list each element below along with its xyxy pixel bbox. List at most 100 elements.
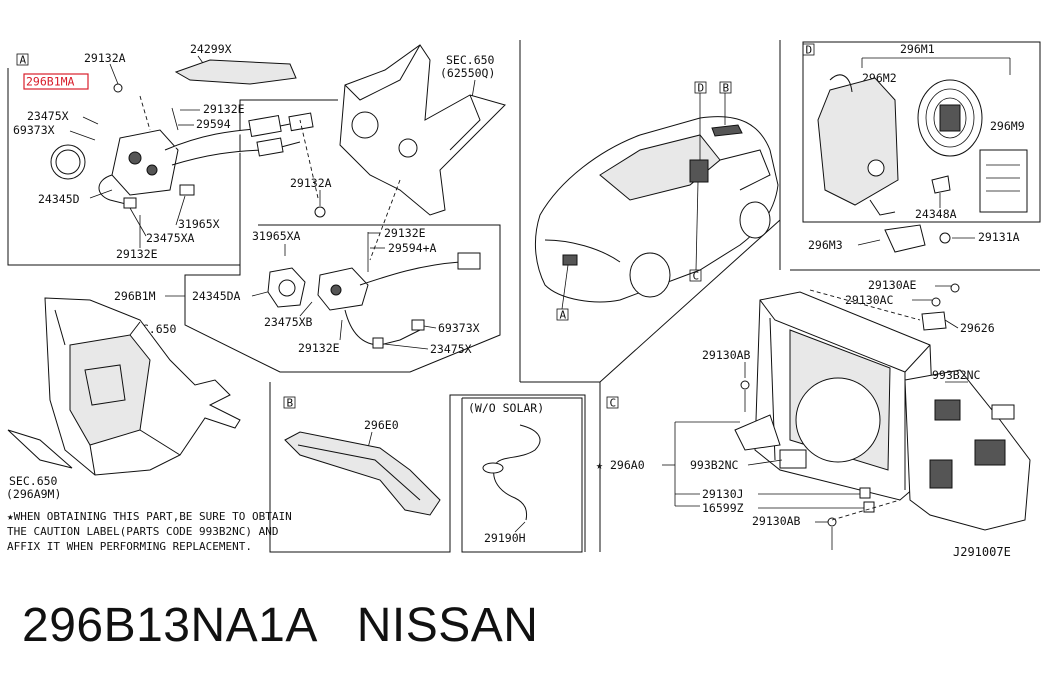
label-29190h: 29190H bbox=[484, 531, 526, 545]
box-c-letter: C bbox=[610, 397, 617, 410]
charge-cable-mid-icon bbox=[359, 261, 461, 286]
section-b-cover: 296E0 bbox=[284, 418, 441, 516]
car-body-icon bbox=[535, 116, 779, 303]
label-296b1ma: 296B1MA bbox=[26, 75, 75, 89]
note-star-icon: ★ bbox=[7, 510, 14, 523]
charger-electronics-icon bbox=[904, 369, 1031, 531]
cable-end-icon bbox=[288, 112, 314, 132]
caution-note: ★WHEN OBTAINING THIS PART,BE SURE TO OBT… bbox=[7, 510, 292, 553]
harness-clip-mid-icon bbox=[411, 319, 425, 331]
brand-name: NISSAN bbox=[356, 599, 539, 652]
star-296a0-marker: ★ bbox=[596, 458, 603, 472]
hose-grommet-icon bbox=[482, 462, 504, 474]
label-69373x-2: 69373X bbox=[438, 321, 480, 335]
label-sec650-bottom: SEC.650 bbox=[9, 474, 58, 488]
label-29130ab-1: 29130AB bbox=[702, 348, 751, 362]
section-dividers bbox=[7, 40, 1041, 553]
label-296m3: 296M3 bbox=[808, 238, 843, 252]
cable-connector-icon bbox=[248, 114, 282, 138]
bag-emblem-icon bbox=[867, 159, 885, 177]
cable-plug-icon bbox=[939, 104, 961, 132]
label-sec650-top: SEC.650 bbox=[446, 53, 495, 67]
bolt-29130ab-1-icon bbox=[740, 380, 750, 390]
caution-label-2-icon bbox=[779, 449, 807, 469]
body-panel-icon bbox=[339, 44, 506, 216]
car-front-wheel-icon bbox=[629, 252, 671, 298]
car-rear-module-icon bbox=[689, 159, 709, 183]
front-panel-sec650: SEC.650 SEC.650 (296A9M) bbox=[6, 297, 241, 501]
bolt-icon bbox=[113, 83, 123, 93]
bracket-clip-icon bbox=[179, 184, 195, 196]
clip-29130j-icon bbox=[859, 487, 871, 499]
charge-port-mid-icon bbox=[317, 267, 369, 311]
box-c-frame bbox=[606, 396, 619, 409]
label-23475xb: 23475XB bbox=[264, 315, 313, 329]
harness-clip-icon bbox=[123, 197, 137, 209]
label-29130ae: 29130AE bbox=[868, 278, 917, 292]
note-line-1: ★WHEN OBTAINING THIS PART,BE SURE TO OBT… bbox=[7, 510, 292, 523]
label-24348a: 24348A bbox=[915, 207, 957, 221]
highlight-box-296b1ma bbox=[23, 73, 89, 90]
label-29131a: 29131A bbox=[978, 230, 1020, 244]
label-29626: 29626 bbox=[960, 321, 995, 335]
bolt-29131a-icon bbox=[939, 232, 951, 244]
bolt-mid-icon bbox=[314, 206, 326, 218]
drain-hose-icon bbox=[493, 424, 541, 521]
note-line-2: THE CAUTION LABEL(PARTS CODE 993B2NC) AN… bbox=[7, 525, 279, 538]
cable-end-mid-icon bbox=[457, 252, 481, 270]
box-a-frame bbox=[16, 53, 29, 66]
label-29132a-top: 29132A bbox=[84, 51, 126, 65]
label-296a0: 296A0 bbox=[610, 458, 645, 472]
drawing-code: J291007E bbox=[953, 545, 1011, 559]
box-b-frame bbox=[283, 396, 296, 409]
label-24299x: 24299X bbox=[190, 42, 232, 56]
car-rear-wheel-icon bbox=[739, 201, 771, 239]
connector-block3-icon bbox=[929, 459, 953, 489]
label-296m9: 296M9 bbox=[990, 119, 1025, 133]
cover-part-icon bbox=[174, 59, 297, 85]
label-29132e-3: 29132E bbox=[384, 226, 426, 240]
car-roof-spoiler-icon bbox=[711, 124, 743, 137]
clamp-16599z-icon bbox=[863, 501, 875, 513]
label-29594a: 29594+A bbox=[388, 241, 437, 255]
car-box-a-letter: A bbox=[560, 309, 567, 322]
harness-clip-mid2-icon bbox=[372, 337, 384, 349]
label-296e0: 296E0 bbox=[364, 418, 399, 432]
cable-bag-icon bbox=[817, 77, 899, 206]
car-overview: D B C A bbox=[535, 82, 779, 322]
front-panel-cavity-icon bbox=[69, 334, 151, 446]
label-993b2nc-2: 993B2NC bbox=[690, 458, 739, 472]
section-c-charger-unit: 29130AE 29130AC 29626 993B2NC 29130AB ★ … bbox=[596, 278, 1031, 559]
charger-label-area-icon bbox=[795, 377, 881, 463]
car-box-c-letter: C bbox=[693, 270, 700, 283]
panel-seal-icon bbox=[7, 429, 73, 469]
cover-296e0-icon bbox=[284, 431, 441, 516]
bracket-296m3-icon bbox=[884, 224, 926, 253]
box-a-letter: A bbox=[20, 54, 27, 67]
part-number-caption: 296B13NA1A NISSAN bbox=[22, 598, 538, 653]
section-wo-solar: (W/O SOLAR) 29190H bbox=[468, 401, 544, 545]
panel-hole-small-icon bbox=[398, 138, 418, 158]
connector-block-icon bbox=[934, 399, 961, 421]
label-29130j: 29130J bbox=[702, 487, 744, 501]
box-letters: A B C D bbox=[16, 44, 815, 410]
car-box-b-letter: B bbox=[723, 82, 730, 95]
label-296b1m: 296B1M bbox=[114, 289, 156, 303]
label-29594: 29594 bbox=[196, 117, 231, 131]
socket-icon bbox=[128, 151, 142, 165]
section-296b1m-charge-port: 29132A 31965XA 29132E 29594+A 296B1M 243… bbox=[114, 176, 481, 356]
label-29130ac: 29130AC bbox=[845, 293, 894, 307]
caution-label-icon bbox=[991, 404, 1015, 420]
label-993b2nc-1: 993B2NC bbox=[932, 368, 981, 382]
label-69373x-1: 69373X bbox=[13, 123, 55, 137]
cable-clamp-icon bbox=[256, 137, 284, 157]
car-box-c-frame bbox=[689, 269, 702, 282]
label-31965xa: 31965XA bbox=[252, 229, 301, 243]
label-sec650-bottom-sub: (296A9M) bbox=[6, 487, 61, 501]
section-d-charge-cable-kit: 296M1 296M2 296M9 24348A 296M3 29131A bbox=[808, 42, 1028, 253]
mount-bracket-icon bbox=[734, 414, 781, 451]
bolt-29130ae-icon bbox=[950, 283, 960, 293]
bolt-29130ac-icon bbox=[931, 297, 941, 307]
label-23475x-2: 23475X bbox=[430, 342, 472, 356]
note-line-3: AFFIX IT WHEN PERFORMING REPLACEMENT. bbox=[7, 540, 252, 553]
